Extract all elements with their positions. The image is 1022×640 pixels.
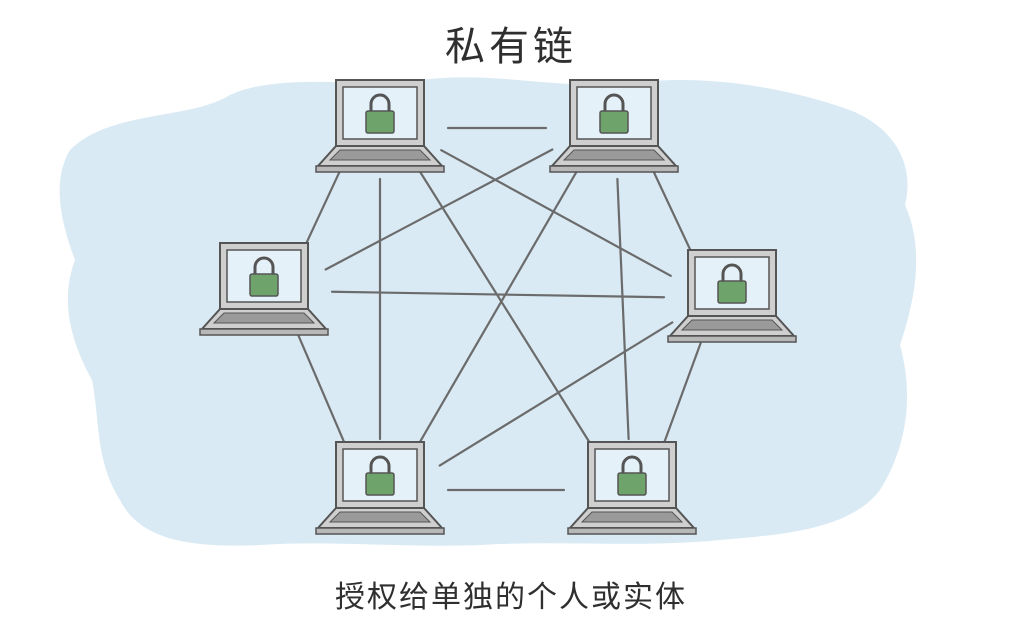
laptop-icon xyxy=(667,249,797,343)
padlock-icon xyxy=(617,455,647,496)
diagram-title: 私有链 xyxy=(445,24,577,70)
laptop-icon xyxy=(199,242,329,336)
padlock-icon xyxy=(717,263,747,304)
network-edges xyxy=(297,126,702,492)
cloud-background xyxy=(59,77,917,546)
network-edge xyxy=(438,321,674,467)
network-edge xyxy=(330,290,666,299)
network-edge xyxy=(302,168,342,251)
network-edge xyxy=(651,168,695,258)
network-edge xyxy=(616,177,630,441)
laptop-icon xyxy=(567,441,697,535)
network-edge xyxy=(324,148,554,271)
laptop-icon xyxy=(315,441,445,535)
padlock-icon xyxy=(249,256,279,297)
network-edge xyxy=(415,169,579,449)
padlock-icon xyxy=(365,93,395,134)
network-edge xyxy=(662,342,702,446)
diagram-caption: 授权给单独的个人或实体 xyxy=(335,580,687,615)
network-nodes xyxy=(199,79,797,535)
laptop-icon xyxy=(549,79,679,173)
network-edge xyxy=(440,149,672,277)
padlock-icon xyxy=(599,93,629,134)
laptop-icon xyxy=(315,79,445,173)
padlock-icon xyxy=(365,455,395,496)
network-edge xyxy=(417,168,595,450)
network-edge xyxy=(297,333,347,448)
